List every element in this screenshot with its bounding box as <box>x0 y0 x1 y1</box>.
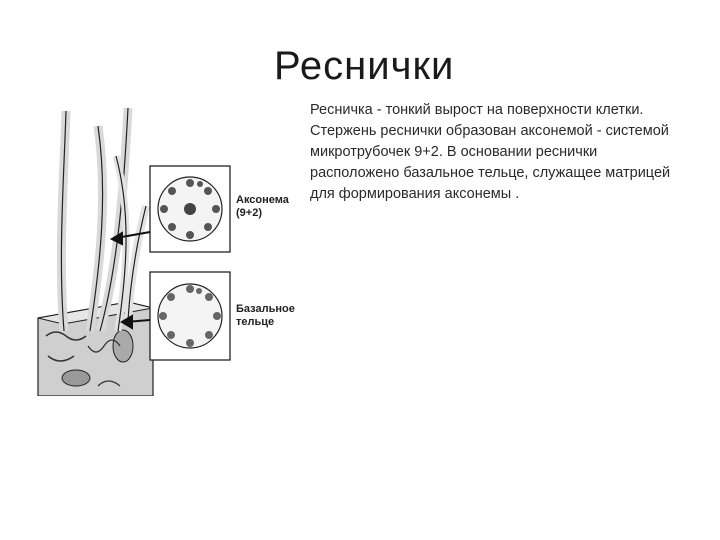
basal-body-label: Базальное тельце <box>236 303 295 329</box>
slide-body-paragraph: Ресничка - тонкий вырост на поверхности … <box>310 102 671 202</box>
slide-body: Ресничка - тонкий вырост на поверхности … <box>310 100 690 205</box>
pointer-arrows <box>109 231 151 330</box>
basal-body-label-line2: тельце <box>236 316 275 328</box>
axoneme-inset <box>149 165 231 253</box>
basal-body-label-line1: Базальное <box>236 303 295 315</box>
axoneme-label: Аксонема (9+2) <box>236 194 289 220</box>
cilia-illustration: Аксонема (9+2) Базальное тельце <box>28 96 308 396</box>
cilia <box>56 107 150 333</box>
axoneme-label-line1: Аксонема <box>236 194 289 206</box>
slide-title: Реснички <box>274 44 455 88</box>
axoneme-label-line2: (9+2) <box>236 207 262 219</box>
basal-body-inset <box>149 271 231 361</box>
cilia-drawing <box>37 107 231 396</box>
